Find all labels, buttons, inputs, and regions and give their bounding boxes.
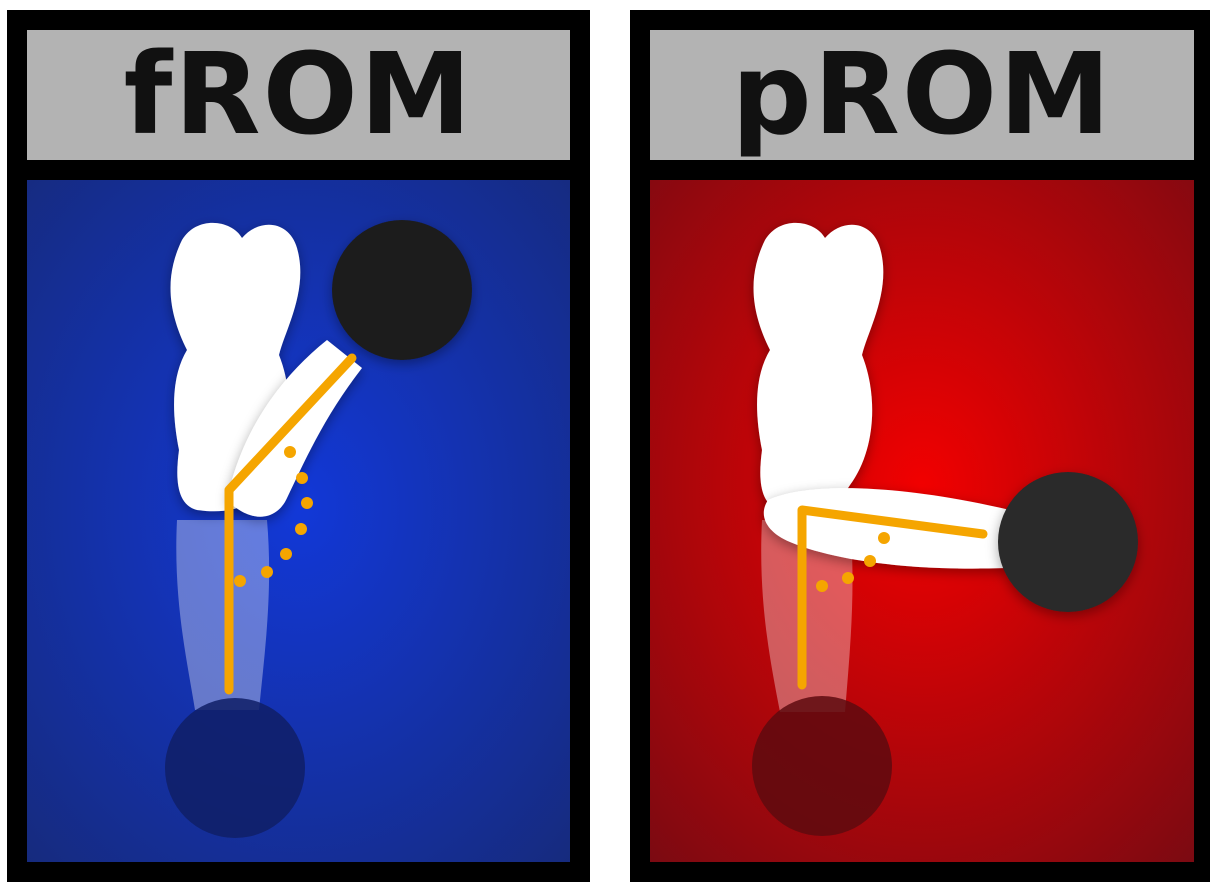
arm-curl-full-rom-illustration [27, 180, 570, 862]
weight [332, 220, 472, 360]
weight [998, 472, 1138, 612]
ghost-weight [752, 696, 892, 836]
panel-header: pROM [650, 30, 1194, 160]
panel-title: fROM [124, 39, 474, 151]
ghost-forearm [176, 520, 269, 710]
illustration-partial-rom [650, 180, 1194, 862]
panel-prom: pROM [630, 10, 1210, 882]
ghost-weight [165, 698, 305, 838]
panel-from: fROM [7, 10, 590, 882]
panel-header: fROM [27, 30, 570, 160]
illustration-full-rom [27, 180, 570, 862]
arm-curl-partial-rom-illustration [650, 180, 1194, 862]
panel-title: pROM [731, 39, 1112, 151]
